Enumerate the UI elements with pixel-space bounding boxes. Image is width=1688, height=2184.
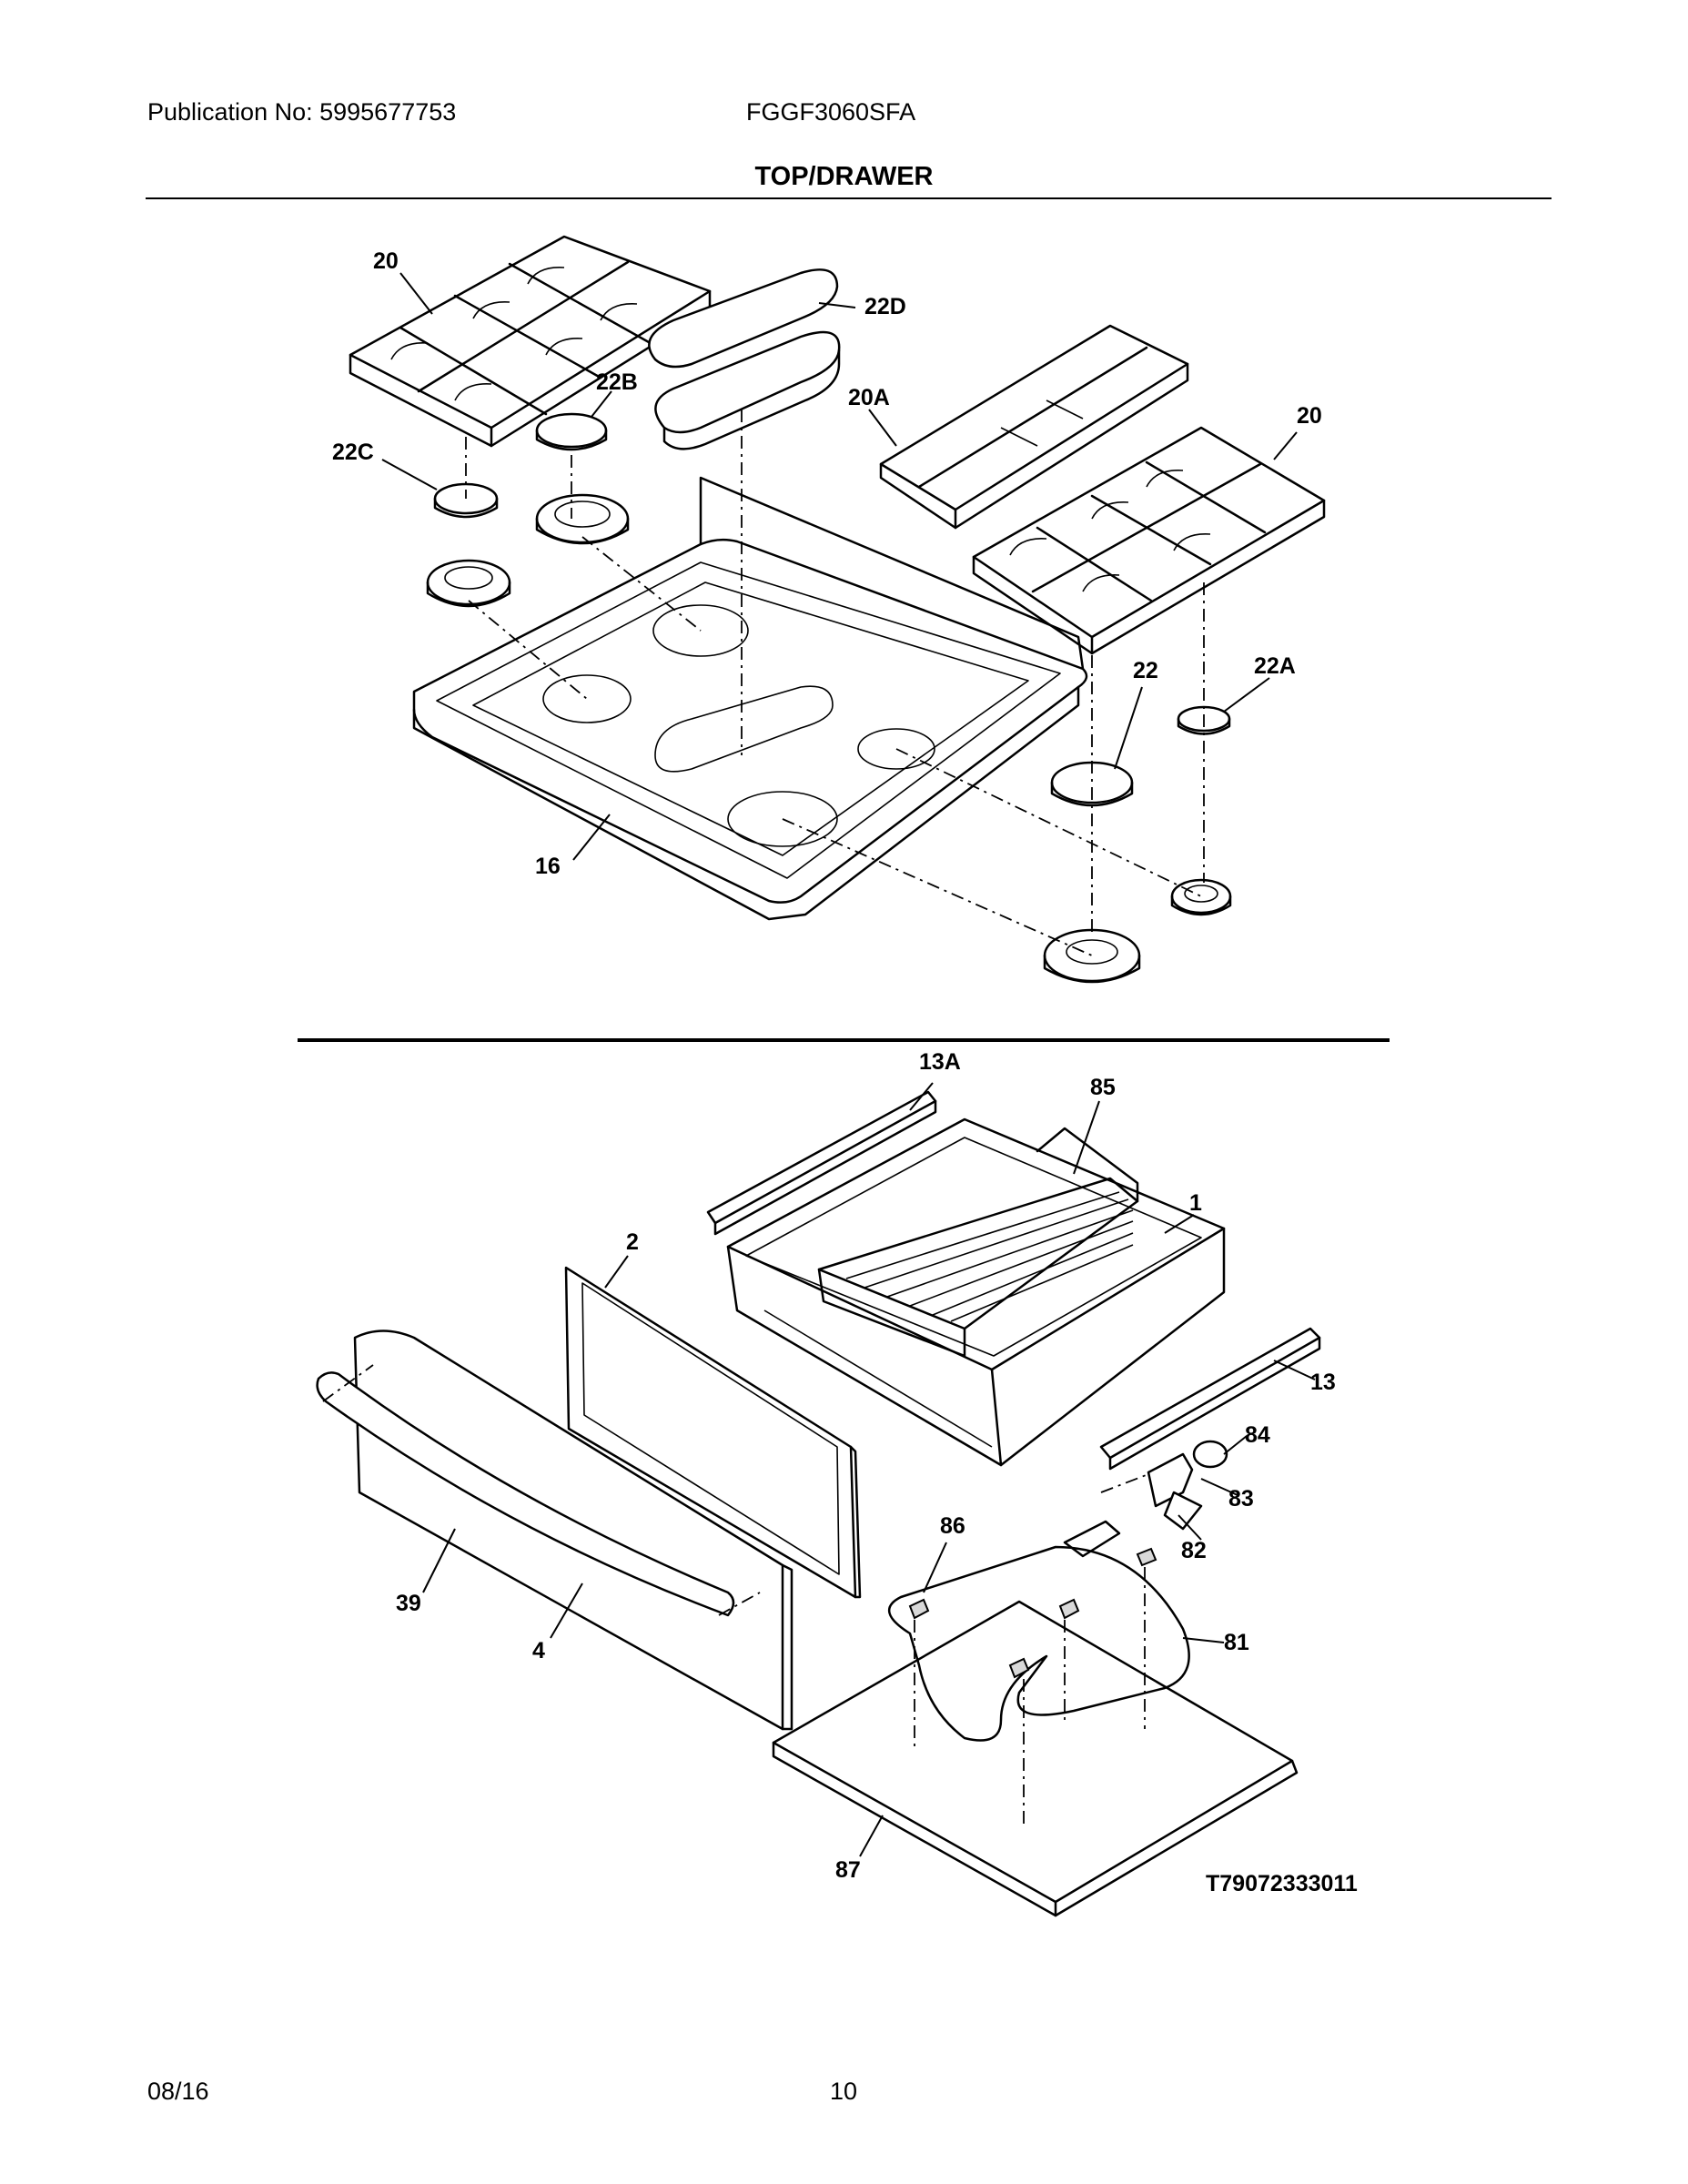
callout-22D: 22D: [864, 294, 906, 319]
callout-22C: 22C: [332, 440, 374, 465]
grate-left-drawing: [349, 235, 712, 448]
rail-13A-drawing: [706, 1090, 937, 1236]
burner-heads-right-drawing: [1043, 878, 1232, 984]
callout-39: 39: [396, 1591, 421, 1616]
cooktop-16-drawing: [412, 476, 1088, 921]
oval-burner-drawing: [648, 268, 841, 450]
callout-22A: 22A: [1254, 653, 1296, 679]
grate-right-drawing: [972, 426, 1326, 655]
header-rule: [146, 197, 1552, 199]
drawer-front-4-drawing: [316, 1330, 793, 1731]
callout-20A: 20A: [848, 385, 890, 410]
callout-87: 87: [835, 1857, 861, 1883]
figure-id: T79072333011: [1206, 1871, 1358, 1896]
callout-4: 4: [532, 1638, 545, 1663]
callout-2: 2: [626, 1229, 639, 1255]
callout-85: 85: [1090, 1075, 1116, 1100]
callout-1: 1: [1189, 1190, 1202, 1216]
leader-lines-top: [381, 272, 1298, 861]
callout-84: 84: [1245, 1422, 1270, 1448]
callout-86: 86: [940, 1513, 965, 1539]
callout-20-left: 20: [373, 248, 399, 274]
alignment-lines-top: [465, 410, 1205, 956]
igniter-parts-drawing: [1063, 1440, 1228, 1558]
callout-13A: 13A: [919, 1049, 961, 1075]
alignment-lines-bottom: [914, 1567, 1146, 1825]
callout-81: 81: [1224, 1630, 1249, 1655]
section-divider: [298, 1038, 1390, 1042]
footer-date: 08/16: [147, 2078, 209, 2105]
grate-center-drawing: [879, 324, 1189, 530]
rail-13-drawing: [1099, 1327, 1321, 1471]
model-number: FGGF3060SFA: [746, 98, 916, 126]
section-title: TOP/DRAWER: [754, 162, 934, 191]
callout-16: 16: [535, 854, 561, 879]
publication-number: Publication No: 5995677753: [147, 98, 457, 126]
callout-82: 82: [1181, 1538, 1207, 1563]
callout-13: 13: [1310, 1370, 1336, 1395]
drawer-1-drawing: [726, 1117, 1226, 1467]
cap-22B-drawing: [535, 412, 608, 449]
callout-20-right: 20: [1297, 403, 1322, 429]
callout-22: 22: [1133, 658, 1158, 683]
bottom-tray-87-drawing: [772, 1545, 1299, 1917]
page-number: 10: [830, 2078, 858, 2105]
burner-heads-left-drawing: [426, 493, 630, 608]
leader-lines-bottom: [422, 1082, 1316, 1857]
panel-2-drawing: [564, 1266, 862, 1599]
callout-83: 83: [1228, 1486, 1254, 1512]
callout-22B: 22B: [596, 369, 638, 395]
